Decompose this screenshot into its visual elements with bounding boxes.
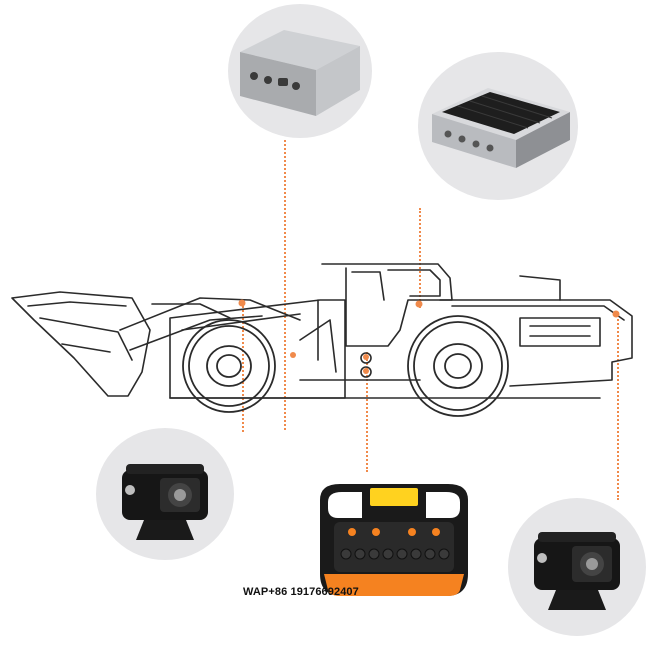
- grey-metal-enclosure-icon: [240, 30, 360, 116]
- control-unit-box-circle: [228, 4, 372, 138]
- leader-line-left-camera: [242, 302, 244, 432]
- contact-label: WAP+86 19176692407: [243, 586, 359, 598]
- leader-line-power-module: [419, 208, 421, 308]
- camera-icon: [122, 464, 208, 540]
- power-module-circle: [418, 52, 578, 200]
- remote-controller-icon: [320, 484, 468, 596]
- reversing-camera-left-circle: [96, 428, 234, 560]
- leader-line-right-camera: [617, 312, 619, 500]
- leader-line-remote: [366, 352, 368, 472]
- black-heatsink-module-icon: [432, 88, 570, 168]
- camera-icon: [534, 532, 620, 610]
- reversing-camera-right-circle: [508, 498, 646, 636]
- leader-line-control-box: [284, 140, 286, 430]
